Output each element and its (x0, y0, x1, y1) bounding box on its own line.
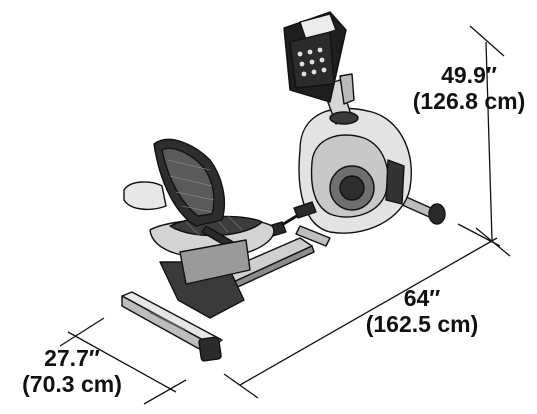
length-imperial: 64″ (403, 285, 441, 311)
length-dimension-line (223, 223, 501, 399)
length-metric: (162.5 cm) (365, 311, 479, 337)
console-buttons (297, 47, 327, 77)
width-imperial: 27.7″ (44, 345, 100, 371)
width-dimension-line (59, 317, 187, 405)
height-dimension-label: 49.9″ (126.8 cm) (404, 62, 534, 114)
width-dimension-label: 27.7″ (70.3 cm) (2, 345, 142, 397)
height-dimension-line (469, 25, 511, 257)
flywheel-housing (298, 107, 412, 234)
seat-back (153, 138, 225, 227)
seat-slider (179, 239, 251, 285)
width-metric: (70.3 cm) (22, 371, 122, 397)
rear-stabilizer (121, 291, 223, 362)
length-dimension-label: 64″ (162.5 cm) (352, 285, 492, 337)
height-imperial: 49.9″ (441, 62, 497, 88)
console (283, 11, 347, 103)
bike-illustration (121, 11, 446, 362)
seat-back-mesh (167, 159, 215, 213)
front-stabilizer (295, 195, 446, 247)
height-metric: (126.8 cm) (412, 88, 526, 114)
